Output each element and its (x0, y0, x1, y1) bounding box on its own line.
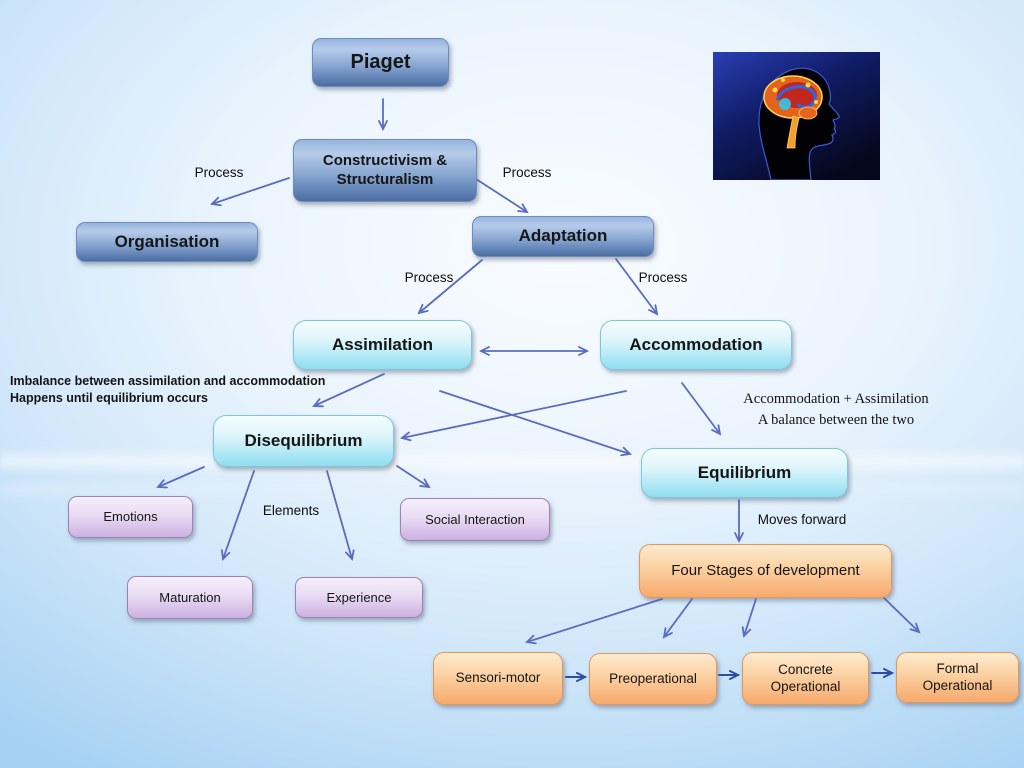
arrow-four-stages-formal-operational (881, 595, 921, 634)
brain-photo-background (713, 52, 880, 180)
arrow-disequilibrium-emotions (156, 466, 205, 489)
node-piaget-label: Piaget (350, 51, 411, 74)
arrow-accommodation-disequilibrium (400, 390, 627, 442)
node-preoperational-label: Preoperational (609, 670, 697, 686)
node-assimilation: Assimilation (293, 320, 472, 370)
node-disequilibrium-label: Disequilibrium (244, 430, 363, 450)
label-process-organisation: Process (194, 165, 244, 180)
arrow-adaptation-accommodation (615, 258, 659, 316)
note-balance-line1: Accommodation + Assimilation (743, 391, 929, 407)
note-imbalance-line1: Imbalance between assimilation and accom… (10, 374, 326, 388)
brain-scan-graphic (763, 75, 823, 149)
arrow-disequilibrium-maturation (220, 470, 255, 561)
arrow-four-stages-preoperational (662, 598, 693, 639)
node-formal-operational-label: Formal Operational (922, 661, 993, 693)
label-process-accommodation: Process (638, 270, 688, 285)
arrow-assimilation-equilibrium (439, 390, 632, 457)
arrow-four-stages-concrete-operational (741, 598, 757, 638)
node-emotions: Emotions (68, 496, 193, 538)
brain-image (713, 52, 880, 180)
node-accommodation: Accommodation (600, 320, 792, 370)
label-process-adaptation: Process (502, 165, 552, 180)
node-sensori-motor-label: Sensori-motor (455, 670, 541, 686)
label-moves-forward: Moves forward (757, 512, 847, 527)
node-sensori-motor: Sensori-motor (433, 652, 563, 705)
node-disequilibrium: Disequilibrium (213, 415, 394, 467)
head-silhouette (758, 67, 840, 180)
node-piaget: Piaget (312, 38, 449, 87)
node-maturation: Maturation (127, 576, 253, 619)
arrow-four-stages-sensori-motor (525, 598, 663, 645)
label-process-assimilation: Process (404, 270, 454, 285)
node-experience-label: Experience (326, 589, 392, 605)
node-constructivism-label: Constructivism & Structuralism (322, 152, 448, 188)
node-maturation-label: Maturation (159, 589, 221, 605)
node-emotions-label: Emotions (103, 509, 158, 525)
node-concrete-operational: Concrete Operational (742, 652, 869, 705)
arrow-disequilibrium-experience (326, 470, 355, 561)
arrow-adaptation-assimilation (417, 259, 483, 315)
node-four-stages-label: Four Stages of development (671, 561, 860, 579)
node-organisation-label: Organisation (114, 231, 220, 251)
node-accommodation-label: Accommodation (629, 334, 763, 354)
arrow-constructivism-adaptation (475, 178, 529, 214)
note-imbalance-line2: Happens until equilibrium occurs (10, 391, 208, 405)
node-concrete-operational-label: Concrete Operational (770, 662, 841, 694)
node-preoperational: Preoperational (589, 653, 717, 705)
node-experience: Experience (295, 577, 423, 618)
node-organisation: Organisation (76, 222, 258, 262)
node-equilibrium: Equilibrium (641, 448, 848, 498)
node-adaptation-label: Adaptation (518, 226, 608, 246)
note-balance-line2: A balance between the two (757, 412, 915, 428)
arrow-constructivism-organisation (210, 177, 290, 207)
node-social-interaction-label: Social Interaction (425, 511, 525, 527)
arrow-disequilibrium-social-interaction (396, 465, 431, 489)
node-constructivism: Constructivism & Structuralism (293, 139, 477, 202)
node-formal-operational: Formal Operational (896, 652, 1019, 703)
node-equilibrium-label: Equilibrium (697, 462, 792, 482)
node-assimilation-label: Assimilation (331, 334, 434, 354)
label-elements: Elements (262, 503, 320, 518)
node-adaptation: Adaptation (472, 216, 654, 257)
node-four-stages: Four Stages of development (639, 544, 892, 598)
node-social-interaction: Social Interaction (400, 498, 550, 541)
background-wave-band (0, 447, 1024, 475)
